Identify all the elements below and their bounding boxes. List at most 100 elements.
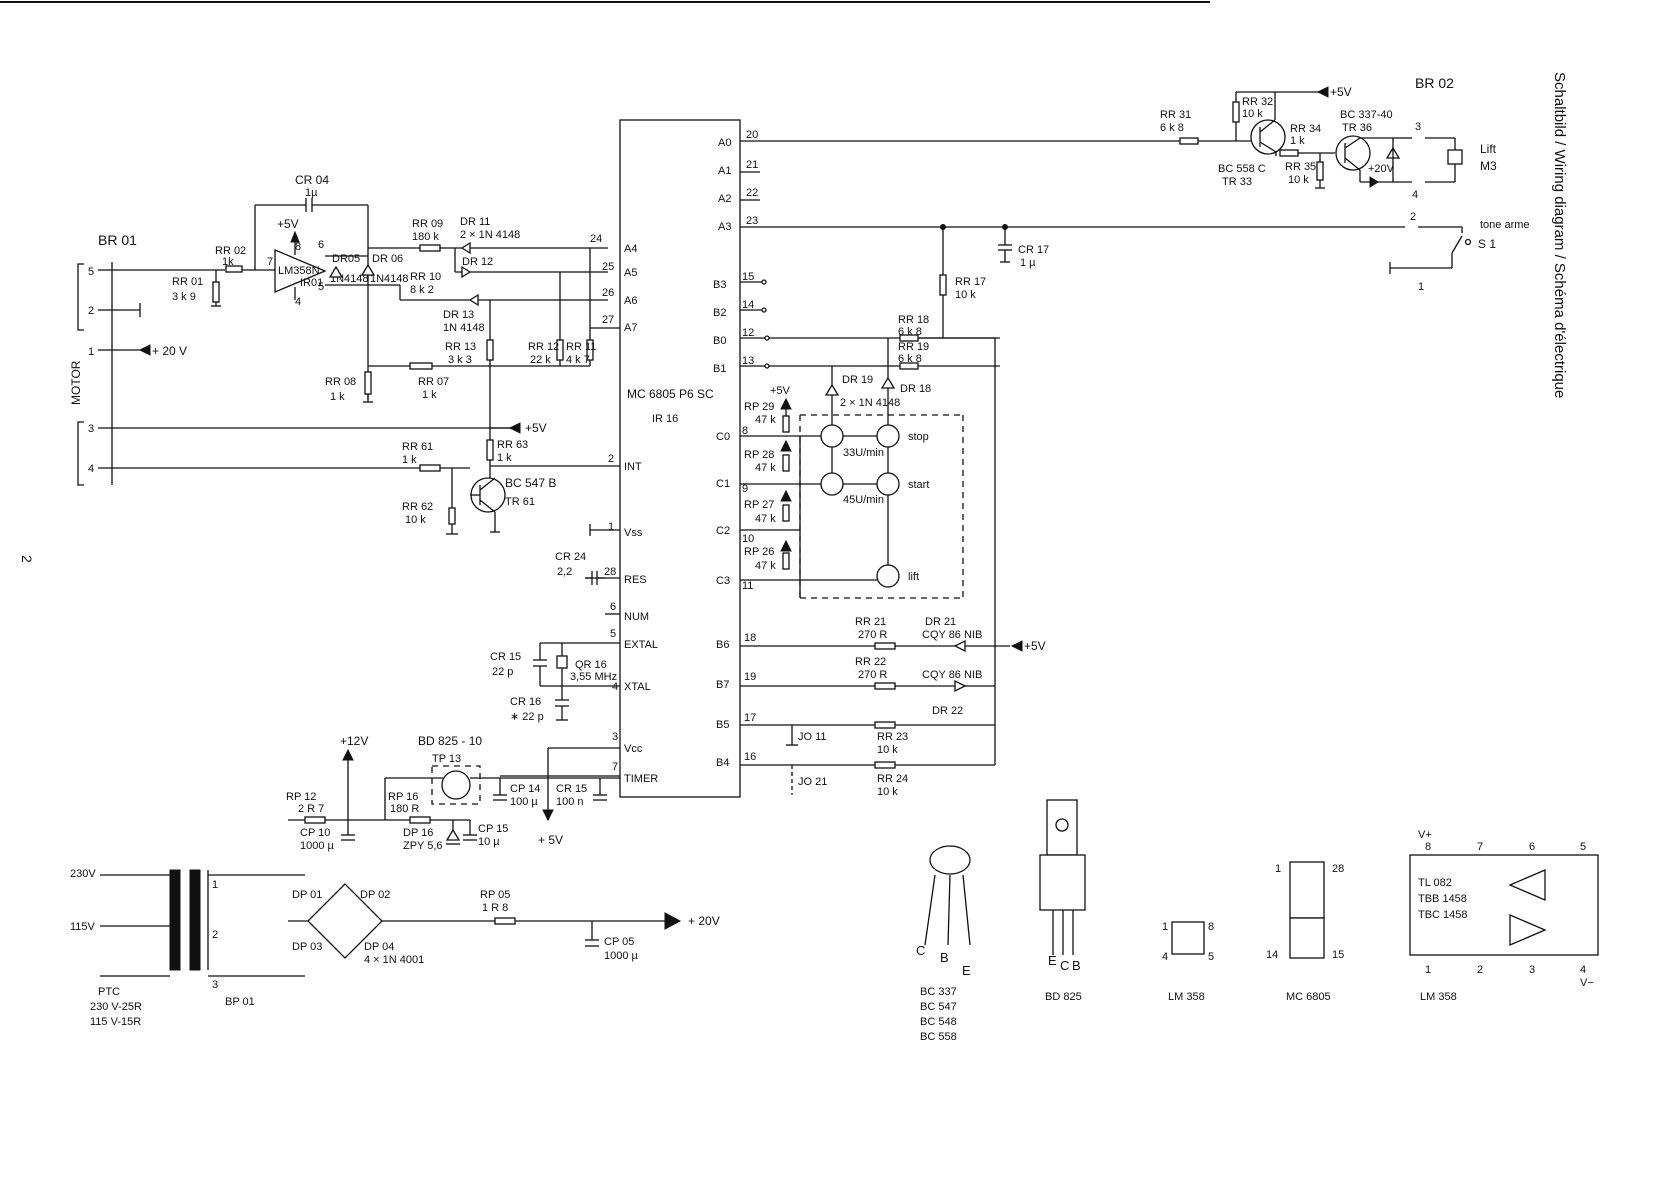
svg-text:3: 3 [1415, 121, 1421, 133]
svg-text:start: start [908, 479, 929, 491]
svg-text:+5V: +5V [770, 385, 791, 397]
svg-text:+ 5V: + 5V [538, 833, 563, 847]
svg-text:CR 24: CR 24 [555, 551, 586, 563]
svg-text:CR 04: CR 04 [295, 173, 329, 187]
svg-text:4: 4 [1412, 189, 1418, 201]
svg-text:28: 28 [1332, 863, 1344, 875]
svg-text:LM 358: LM 358 [1168, 991, 1205, 1003]
svg-text:+5V: +5V [1024, 639, 1046, 653]
svg-text:RP 26: RP 26 [744, 546, 774, 558]
svg-text:B0: B0 [713, 335, 726, 347]
svg-text:20: 20 [746, 129, 758, 141]
svg-text:3: 3 [612, 731, 618, 743]
svg-text:1000 µ: 1000 µ [604, 950, 639, 962]
svg-text:22 k: 22 k [530, 354, 551, 366]
svg-text:TR 36: TR 36 [1342, 122, 1372, 134]
svg-text:115 V-15R: 115 V-15R [90, 1016, 141, 1028]
svg-text:21: 21 [746, 159, 758, 171]
svg-text:8: 8 [295, 241, 301, 253]
lift-driver: RR 31 6 k 8 +5V BR 02 RR 32 10 k BC 558 … [740, 75, 1497, 201]
svg-text:4: 4 [612, 681, 618, 693]
svg-text:7: 7 [267, 256, 273, 268]
svg-text:Vss: Vss [624, 527, 643, 539]
svg-text:1: 1 [88, 346, 94, 358]
svg-text:TBB 1458: TBB 1458 [1418, 893, 1467, 905]
key-lift[interactable] [876, 564, 900, 588]
svg-text:12: 12 [742, 327, 754, 339]
svg-text:BC 547 B: BC 547 B [505, 476, 556, 490]
svg-text:10 k: 10 k [877, 744, 898, 756]
svg-text:100 µ: 100 µ [510, 796, 538, 808]
svg-text:DP 16: DP 16 [403, 827, 433, 839]
svg-text:QR 16: QR 16 [575, 659, 607, 671]
svg-text:2 × 1N 4148: 2 × 1N 4148 [840, 397, 900, 409]
svg-text:A6: A6 [624, 295, 637, 307]
svg-text:CP 14: CP 14 [510, 783, 540, 795]
svg-text:A4: A4 [624, 243, 637, 255]
svg-text:230V: 230V [70, 868, 96, 880]
svg-text:6: 6 [610, 601, 616, 613]
svg-text:270 R: 270 R [858, 669, 887, 681]
svg-text:16: 16 [744, 751, 756, 763]
key-45rpm[interactable] [820, 472, 844, 496]
svg-text:RR 08: RR 08 [325, 376, 356, 388]
svg-text:BC 337-40: BC 337-40 [1340, 109, 1393, 121]
svg-text:stop: stop [908, 431, 929, 443]
svg-text:5: 5 [1580, 841, 1586, 853]
svg-text:2: 2 [608, 453, 614, 465]
svg-text:B7: B7 [716, 679, 729, 691]
svg-text:9: 9 [742, 483, 748, 495]
svg-text:JO 21: JO 21 [798, 776, 827, 788]
svg-text:DP 04: DP 04 [364, 941, 394, 953]
page-number: 2 [19, 555, 35, 563]
svg-text:TIMER: TIMER [624, 773, 658, 785]
svg-text:DR 22: DR 22 [932, 705, 963, 717]
svg-text:180 k: 180 k [412, 231, 439, 243]
svg-text:10 k: 10 k [1242, 108, 1263, 120]
key-33rpm[interactable] [820, 424, 844, 448]
connector-br01: BR 01 MOTOR 5 2 1 3 4 + 20 V [69, 232, 520, 486]
svg-text:100 n: 100 n [556, 796, 584, 808]
svg-text:DP 03: DP 03 [292, 941, 322, 953]
svg-text:23: 23 [746, 215, 758, 227]
svg-text:CR 15: CR 15 [556, 783, 587, 795]
svg-text:4 × 1N 4001: 4 × 1N 4001 [364, 954, 424, 966]
svg-text:1 k: 1 k [330, 391, 345, 403]
svg-text:RP 12: RP 12 [286, 791, 316, 803]
svg-text:V+: V+ [1418, 829, 1432, 841]
svg-text:RR 01: RR 01 [172, 276, 203, 288]
svg-text:TR 33: TR 33 [1222, 176, 1252, 188]
svg-text:RR 24: RR 24 [877, 773, 908, 785]
svg-text:4: 4 [88, 463, 94, 475]
svg-text:5: 5 [318, 281, 324, 293]
svg-text:A7: A7 [624, 322, 637, 334]
svg-text:RR 10: RR 10 [410, 271, 441, 283]
svg-text:Vcc: Vcc [624, 743, 643, 755]
svg-text:CR 17: CR 17 [1018, 244, 1049, 256]
svg-text:2 × 1N 4148: 2 × 1N 4148 [460, 229, 520, 241]
svg-text:C1: C1 [716, 478, 730, 490]
svg-text:47 k: 47 k [755, 414, 776, 426]
svg-text:28: 28 [604, 566, 616, 578]
led-section: +5V RR 21 270 R DR 21 CQY 86 NIB RR 22 2… [740, 616, 1046, 798]
svg-text:24: 24 [590, 233, 602, 245]
svg-text:LM 358: LM 358 [1420, 991, 1457, 1003]
svg-text:tone arme: tone arme [1480, 219, 1530, 231]
svg-text:A5: A5 [624, 267, 637, 279]
svg-text:M3: M3 [1480, 159, 1497, 173]
keyboard-matrix: RR 18 6 k 8 RR 19 6 k 8 DR 19 2 × 1N 414… [740, 314, 1000, 765]
svg-text:IR01: IR01 [300, 277, 323, 289]
svg-text:RP 28: RP 28 [744, 449, 774, 461]
svg-text:1N4148: 1N4148 [370, 273, 409, 285]
svg-text:2,2: 2,2 [557, 566, 572, 578]
svg-text:13: 13 [742, 355, 754, 367]
key-stop[interactable] [876, 424, 900, 448]
svg-text:E: E [1048, 953, 1057, 968]
svg-text:18: 18 [744, 632, 756, 644]
svg-text:RR 17: RR 17 [955, 276, 986, 288]
key-start[interactable] [876, 472, 900, 496]
svg-text:230 V-25R: 230 V-25R [90, 1001, 142, 1013]
ic-mc6805: MC 6805 P6 SC IR 16 24 A4 25 A5 26 A6 27… [500, 119, 767, 798]
svg-text:1N 4148: 1N 4148 [443, 322, 485, 334]
